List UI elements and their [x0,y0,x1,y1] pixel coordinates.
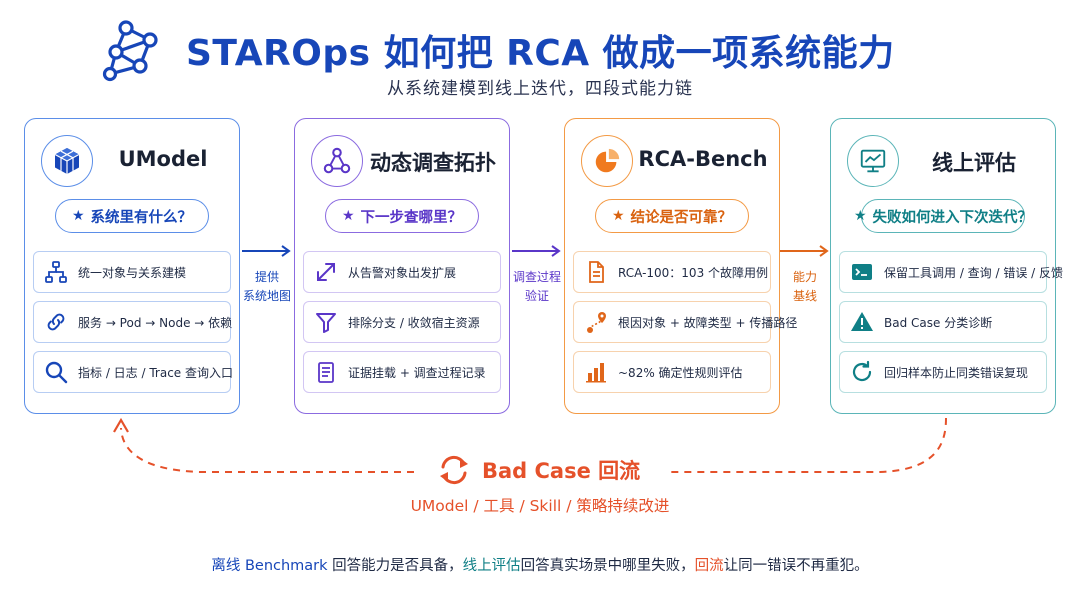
terminal-icon [848,258,876,286]
link-chain-icon [42,308,70,336]
list-item: 服务 → Pod → Node → 依赖 [33,301,233,343]
list-item: 根因对象 + 故障类型 + 传播路径 [573,301,797,343]
document-icon [582,258,610,286]
topology-icon [311,135,363,187]
network-nodes-icon [102,20,158,82]
connector-label: 提供 系统地图 [234,268,300,306]
stage-card-umodel: UModel ★ 系统里有什么？ 统一对象与关系建模 服务 → Pod → No… [24,118,240,414]
question-text: 结论是否可靠？ [630,209,733,226]
footer-caption: 离线 Benchmark 回答能力是否具备，线上评估回答真实场景中哪里失败，回流… [0,554,1080,575]
list-item: 证据挂载 + 调查过程记录 [303,351,501,393]
footer-text: 回答能力是否具备， [327,558,463,574]
connector-label-line: 提供 [254,270,279,284]
footer-highlight-loop: 回流 [694,558,724,574]
hierarchy-icon [42,258,70,286]
pie-chart-icon [581,135,633,187]
route-pin-icon [582,308,610,336]
card-header: RCA-Bench [565,135,779,191]
page-subtitle: 从系统建模到线上迭代，四段式能力链 [387,79,693,99]
connector-label-line: 基线 [792,289,817,303]
card-header: 线上评估 [831,135,1055,191]
search-icon [42,358,70,386]
item-text: 保留工具调用 / 查询 / 错误 / 反馈 [884,265,1064,280]
feedback-loop-title: Bad Case 回流 [436,452,640,488]
document-list-icon [312,358,340,386]
item-text: 从告警对象出发扩展 [348,265,457,280]
connector-label-line: 能力 [792,270,817,284]
question-pill: ★ 系统里有什么？ [55,199,209,233]
question-pill: ★ 结论是否可靠？ [595,199,749,233]
card-header: UModel [25,135,239,191]
refresh-icon [848,358,876,386]
feedback-loop-subtitle: UModel / 工具 / Skill / 策略持续改进 [410,497,670,515]
list-item: 回归样本防止同类错误复现 [839,351,1047,393]
funnel-icon [312,308,340,336]
item-text: RCA-100：103 个故障用例 [618,265,769,280]
feedback-loop-label: Bad Case 回流 [482,459,641,483]
list-item: 保留工具调用 / 查询 / 错误 / 反馈 [839,251,1063,293]
question-text: 失败如何进入下次迭代？ [872,209,1033,226]
question-pill: ★ 下一步查哪里？ [325,199,479,233]
right-arrow-icon [780,245,829,257]
item-text: 统一对象与关系建模 [78,265,187,280]
question-pill: ★ 失败如何进入下次迭代？ [854,199,1032,233]
right-arrow-icon [242,245,291,257]
warning-icon [848,308,876,336]
page-title: STAROps 如何把 RCA 做成一项系统能力 [186,33,895,74]
cube-icon [41,135,93,187]
expand-arrow-icon [312,258,340,286]
item-text: 指标 / 日志 / Trace 查询入口 [78,365,233,380]
card-title: RCA-Bench [638,147,768,171]
footer-highlight-online: 线上评估 [462,558,521,574]
connector-label-line: 系统地图 [242,289,291,303]
connector-label-line: 调查过程 [512,270,561,284]
connector-label: 能力 基线 [772,268,838,306]
card-header: 动态调查拓扑 [295,135,509,191]
item-text: 服务 → Pod → Node → 依赖 [78,315,233,330]
footer-text: 让同一错误不再重犯。 [723,558,869,574]
connector-label-line: 验证 [524,289,549,303]
question-text: 系统里有什么？ [90,209,193,226]
list-item: Bad Case 分类诊断 [839,301,1047,343]
list-item: 排除分支 / 收敛宿主资源 [303,301,501,343]
item-text: 回归样本防止同类错误复现 [884,365,1029,380]
list-item: ~82% 确定性规则评估 [573,351,771,393]
card-title: UModel [118,147,208,171]
footer-highlight-benchmark: 离线 Benchmark [211,558,328,574]
item-text: 排除分支 / 收敛宿主资源 [348,315,480,330]
connector-arrow: 能力 基线 [778,238,832,308]
item-text: 证据挂载 + 调查过程记录 [348,365,486,380]
star-icon: ★ [71,208,85,224]
cycle-arrows-icon [440,455,468,485]
stage-card-online-eval: 线上评估 ★ 失败如何进入下次迭代？ 保留工具调用 / 查询 / 错误 / 反馈… [830,118,1063,414]
list-item: RCA-100：103 个故障用例 [573,251,771,293]
card-title: 线上评估 [932,151,1016,175]
list-item: 统一对象与关系建模 [33,251,231,293]
connector-arrow: 调查过程 验证 [510,238,564,308]
footer-text: 回答真实场景中哪里失败， [520,558,695,574]
card-title: 动态调查拓扑 [370,151,496,175]
list-item: 从告警对象出发扩展 [303,251,501,293]
item-text: 根因对象 + 故障类型 + 传播路径 [618,315,798,330]
connector-label: 调查过程 验证 [504,268,570,306]
list-item: 指标 / 日志 / Trace 查询入口 [33,351,233,393]
connector-arrow: 提供 系统地图 [240,238,294,308]
item-text: Bad Case 分类诊断 [884,315,993,330]
question-text: 下一步查哪里？ [360,209,463,226]
item-text: ~82% 确定性规则评估 [618,365,743,380]
stage-card-rca-bench: RCA-Bench ★ 结论是否可靠？ RCA-100：103 个故障用例 根因… [564,118,797,414]
monitor-chart-icon [847,135,899,187]
bar-chart-icon [582,358,610,386]
star-icon: ★ [611,208,625,224]
right-arrow-icon [512,245,561,257]
header: STAROps 如何把 RCA 做成一项系统能力 从系统建模到线上迭代，四段式能… [0,14,1080,104]
star-icon: ★ [341,208,355,224]
star-icon: ★ [853,208,867,224]
stage-card-topology: 动态调查拓扑 ★ 下一步查哪里？ 从告警对象出发扩展 排除分支 / 收敛宿主资源 [294,118,510,414]
